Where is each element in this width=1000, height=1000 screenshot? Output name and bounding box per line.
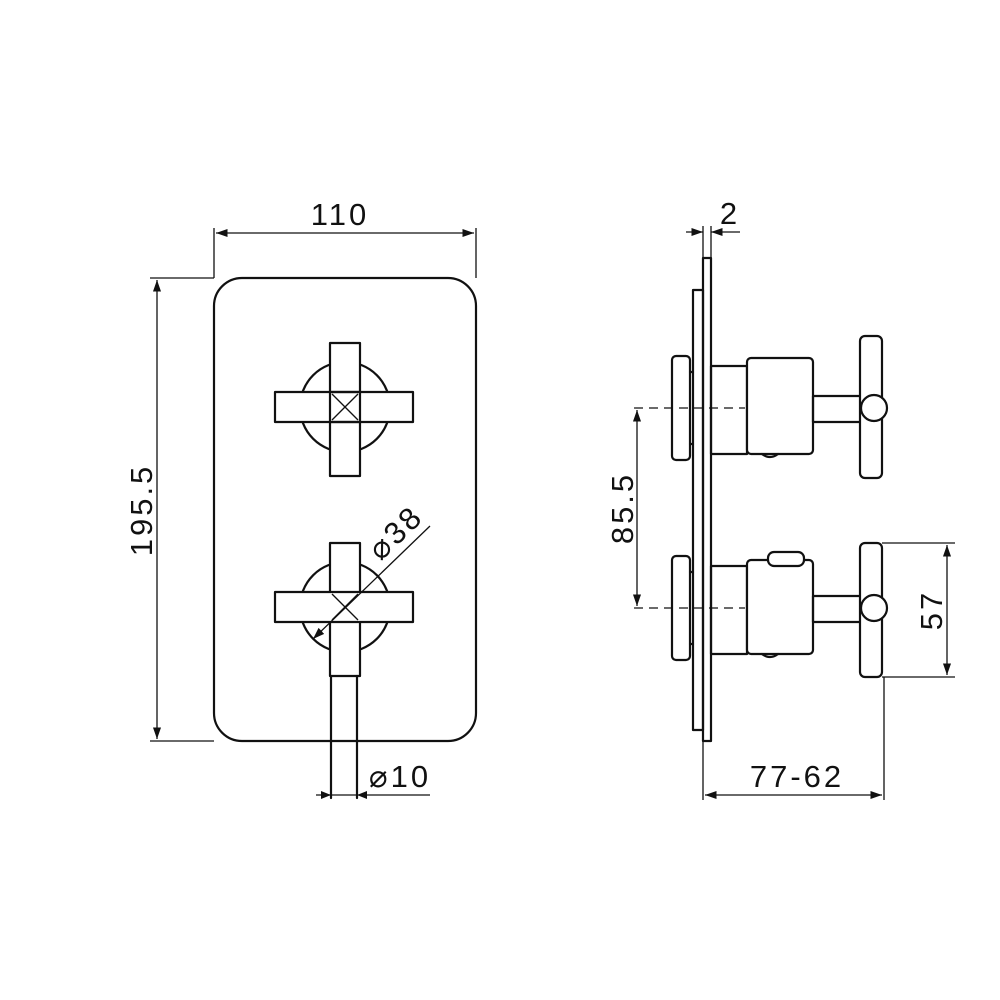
spout-diameter-label: ⌀10 (369, 759, 431, 794)
plate-thickness-label: 2 (720, 196, 740, 231)
handle-diameter-leader (312, 525, 431, 640)
lower-handle (273, 541, 415, 678)
lower-valve-assembly (634, 541, 889, 679)
width-dimension-label: 110 (311, 197, 369, 232)
handle-diameter-label: ⌀38 (361, 498, 430, 566)
spacing-dimension-label: 85.5 (605, 472, 640, 544)
backplate-mount (691, 288, 705, 732)
projection-dimension-label: 77-62 (750, 759, 844, 794)
side-view: 2 85.5 (605, 196, 955, 800)
front-view: 110 195.5 ⌀38 ⌀10 (124, 197, 478, 800)
backplate (701, 256, 713, 743)
height-dimension-label: 195.5 (124, 464, 159, 557)
upper-handle (273, 341, 415, 478)
faceplate (212, 276, 478, 743)
handle-width-dimension-label: 57 (914, 590, 949, 630)
upper-valve-assembly (634, 334, 889, 480)
